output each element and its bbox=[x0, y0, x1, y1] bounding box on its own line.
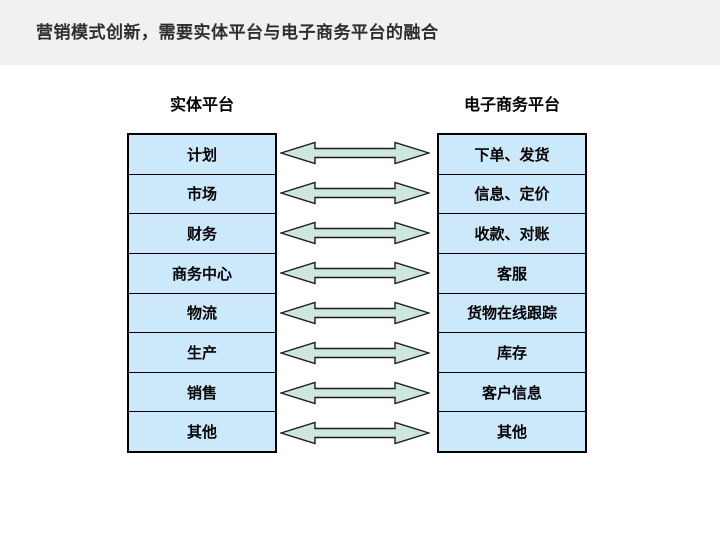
title-band bbox=[0, 0, 720, 65]
double-arrow-icon bbox=[280, 381, 430, 405]
table-row: 客户信息 bbox=[439, 373, 585, 413]
left-platform-header: 实体平台 bbox=[169, 97, 234, 114]
table-row: 下单、发货 bbox=[439, 135, 585, 175]
table-row: 市场 bbox=[129, 175, 275, 215]
table-row: 销售 bbox=[129, 373, 275, 413]
double-arrow-icon bbox=[280, 421, 430, 445]
table-row: 信息、定价 bbox=[439, 175, 585, 215]
double-arrow-icon bbox=[280, 341, 430, 365]
double-arrow-icon bbox=[280, 301, 430, 325]
table-row: 货物在线跟踪 bbox=[439, 294, 585, 334]
double-arrow-icon bbox=[280, 181, 430, 205]
table-row: 收款、对账 bbox=[439, 214, 585, 254]
right-platform-header: 电子商务平台 bbox=[463, 97, 560, 114]
table-row: 物流 bbox=[129, 294, 275, 334]
table-row: 其他 bbox=[186, 424, 217, 442]
table-row: 客服 bbox=[439, 254, 585, 294]
table-row: 库存 bbox=[439, 333, 585, 373]
table-row: 生产 bbox=[129, 333, 275, 373]
table-row: 其他 bbox=[496, 424, 527, 442]
double-arrow-icon bbox=[280, 141, 430, 165]
slide-title: 营销模式创新，需要实体平台与电子商务平台的融合 bbox=[36, 23, 439, 42]
double-arrow-icon bbox=[280, 221, 430, 245]
left-platform-table: 计划 市场 财务 商务中心 物流 生产 销售 其他 bbox=[127, 133, 277, 453]
connector-lane bbox=[280, 133, 430, 453]
table-row: 商务中心 bbox=[129, 254, 275, 294]
table-row: 财务 bbox=[129, 214, 275, 254]
right-platform-table: 下单、发货 信息、定价 收款、对账 客服 货物在线跟踪 库存 客户信息 其他 bbox=[437, 133, 587, 453]
double-arrow-icon bbox=[280, 261, 430, 285]
table-row: 计划 bbox=[129, 135, 275, 175]
